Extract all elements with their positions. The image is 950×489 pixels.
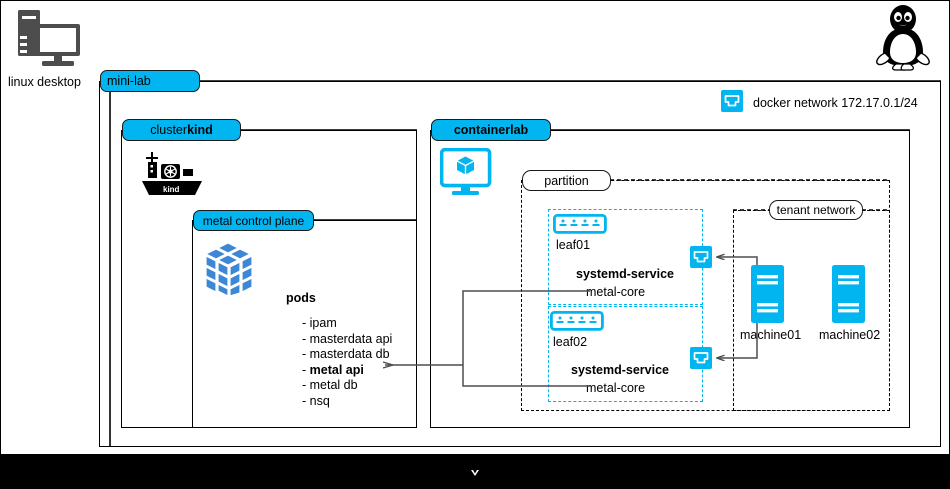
pod-item-5: - nsq (302, 393, 330, 408)
docker-network-ethernet-port-icon (721, 90, 743, 112)
tux-penguin-logo (872, 4, 934, 72)
partition-label-text: partition (544, 173, 589, 188)
machine01-name: machine01 (740, 328, 802, 342)
leaf02-ethernet-port-icon (690, 347, 712, 369)
chevron-down-icon[interactable] (469, 466, 481, 478)
linux-desktop-label: linux desktop (8, 75, 81, 89)
leaf01-ethernet-port-icon (690, 246, 712, 268)
minilab-label[interactable]: mini-lab (100, 70, 200, 92)
leaf01-name: leaf01 (556, 238, 591, 252)
pod-label: ipam (309, 316, 337, 330)
leaf01-network-switch-icon (552, 213, 607, 234)
leaf02-name: leaf02 (553, 335, 588, 349)
tenant-network-label[interactable]: tenant network (769, 200, 863, 220)
leaf02-service-heading: systemd-service (571, 363, 669, 377)
pod-item-4: - metal db (302, 378, 358, 393)
bottom-bar (0, 455, 950, 489)
pod-label: metal db (309, 378, 358, 393)
leaf02-network-switch-icon (549, 310, 604, 331)
pod-label: masterdata db (309, 347, 390, 362)
svg-text:kind: kind (163, 185, 180, 194)
pods-list: - ipam - masterdata api - masterdata db … (302, 316, 392, 410)
machine01-server-machine-icon (751, 265, 784, 323)
containerlab-monitor-cube-icon (439, 147, 492, 198)
metal-control-plane-label[interactable]: metal control plane (193, 210, 314, 231)
pod-item-1: - masterdata api (302, 331, 393, 346)
pods-heading: pods (286, 291, 316, 305)
tenant-network-label-text: tenant network (776, 203, 856, 217)
pod-item-3: - metal api (302, 362, 364, 377)
machine02-name: machine02 (819, 328, 881, 342)
containerlab-label[interactable]: containerlab (431, 119, 551, 141)
pod-label: nsq (309, 393, 330, 408)
kubernetes-cube-icon (200, 238, 258, 297)
containerlab-label-text: containerlab (453, 123, 529, 137)
kind-ship-icon: kind (140, 148, 210, 200)
pod-item-0: - ipam (302, 316, 337, 330)
cluster-label-prefix: cluster (150, 123, 188, 137)
minilab-label-text: mini-lab (107, 74, 151, 88)
machine02-server-machine-icon (832, 265, 865, 323)
pod-item-2: - masterdata db (302, 347, 390, 362)
pod-label: metal api (309, 362, 364, 377)
leaf01-service-heading: systemd-service (576, 267, 674, 281)
control-plane-label-text: metal control plane (202, 213, 305, 228)
linux-desktop-icon (14, 8, 86, 70)
cluster-label-strong: kind (187, 123, 213, 137)
pod-label: masterdata api (309, 331, 393, 346)
docker-network-label: docker network 172.17.0.1/24 (753, 96, 918, 110)
partition-label[interactable]: partition (522, 170, 611, 191)
cluster-kind-label[interactable]: cluster kind (122, 119, 241, 141)
leaf01-service-name: metal-core (586, 285, 646, 299)
leaf02-service-name: metal-core (586, 381, 646, 395)
